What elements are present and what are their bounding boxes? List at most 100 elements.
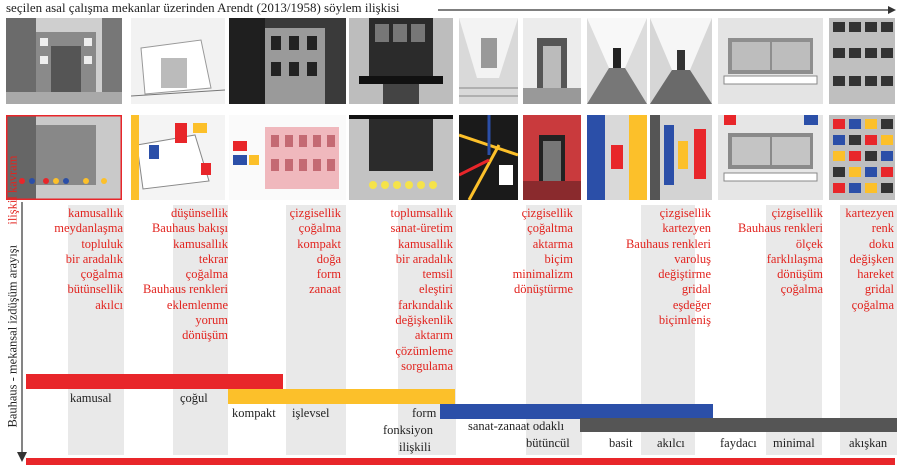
photo-washroom (718, 18, 823, 104)
term-item: kartezyen (845, 206, 894, 220)
term-item: kamusallık (173, 236, 228, 251)
band-blue (440, 404, 713, 419)
column-shade (173, 205, 228, 455)
term-item: tekrar (198, 251, 228, 266)
term-item: ölçek (795, 236, 823, 251)
photo-grid-colored (829, 115, 895, 200)
term-item: doku (869, 236, 894, 251)
photo-old-building (229, 18, 346, 104)
vertical-axis-label: Bauhaus - mekansal izdüşüm arayışı ilişk… (5, 156, 21, 428)
term-item: dönüşüm (777, 267, 823, 282)
photo-pavilion-overlay (131, 115, 225, 200)
term-item: çoğalma (851, 297, 894, 312)
term-item: sanat-üretim (390, 221, 453, 236)
term-item: kamusallık (68, 206, 123, 220)
term-item: form (316, 267, 341, 282)
term-item: farklılaşma (766, 251, 823, 266)
diagram-title: seçilen asal çalışma mekanlar üzerinden … (6, 0, 400, 15)
term-item: sorgulama (401, 358, 453, 373)
term-item: zanaat (309, 282, 341, 297)
photo-hall-red (523, 115, 581, 200)
term-item: toplumsallık (390, 206, 454, 220)
term-item: farkındalık (398, 297, 453, 312)
term-item: topluluk (81, 236, 123, 251)
band-label-minimal: minimal (773, 436, 815, 450)
term-item: Bauhaus renkleri (737, 221, 823, 236)
term-item: biçim (544, 251, 573, 266)
term-item: bütünsellik (67, 282, 123, 297)
term-item: çoğalma (780, 282, 823, 297)
term-item: gridal (681, 282, 711, 297)
photo-corridor-stairs (459, 18, 518, 104)
top-arrow-icon (438, 6, 896, 14)
band-yellow (228, 389, 455, 404)
column-shade (68, 205, 124, 455)
term-item: değişken (849, 251, 894, 266)
band-bottom-red (26, 458, 895, 465)
band-label-cogul: çoğul (180, 391, 208, 405)
band-label-akilci: akılcı (657, 436, 685, 450)
photo-white-pavilion (131, 18, 225, 104)
band-label-sanat-zanaat: sanat-zanaat odaklı (468, 419, 565, 433)
vertical-axis-arrow-icon (17, 202, 27, 462)
term-item: temsil (422, 267, 453, 282)
band-label-kamusal: kamusal (70, 391, 112, 405)
term-item: çoğalma (80, 267, 123, 282)
term-item: aktarım (414, 328, 453, 343)
term-item: bir aradalık (65, 251, 123, 266)
term-item: aktarma (532, 236, 573, 251)
term-item: akılcı (95, 297, 123, 312)
term-item: çözümleme (395, 343, 453, 358)
term-item: eleştiri (418, 282, 453, 297)
term-item: minimalizm (512, 267, 573, 282)
term-item: çizgisellik (771, 206, 823, 220)
term-item: değişkenlik (395, 313, 453, 328)
term-item: düşünsellik (171, 206, 228, 220)
term-item: Bauhaus renkleri (142, 282, 228, 297)
photo-corridor-colored-1 (587, 115, 647, 200)
term-item: değiştirme (658, 267, 711, 282)
term-item: meydanlaşma (54, 221, 123, 236)
photo-corridor-2 (650, 18, 712, 104)
axis-label-black: Bauhaus - mekansal izdüşüm arayışı (5, 244, 20, 428)
term-item: çoğalma (298, 221, 341, 236)
term-item: kartezyen (662, 221, 711, 236)
band-label-butuncul: bütüncül (526, 436, 570, 450)
term-item: varoluş (674, 251, 711, 266)
photo-hall-door (523, 18, 581, 104)
term-item: çizgisellik (521, 206, 573, 220)
band-label-iliskili: ilişkili (399, 440, 431, 454)
term-item: çizgisellik (659, 206, 711, 220)
band-label-faydaci: faydacı (720, 436, 757, 450)
photo-building-pink (229, 115, 346, 200)
term-item: dönüştürme (513, 282, 573, 297)
term-item: hareket (857, 267, 894, 282)
term-item: eşdeğer (672, 297, 711, 312)
term-item: yorum (195, 313, 228, 328)
band-label-fonksiyon: fonksiyon (383, 423, 433, 437)
column-shade (840, 205, 897, 455)
band-label-islevsel: işlevsel (292, 406, 330, 420)
photo-grid-tiles (829, 18, 895, 104)
term-item: Bauhaus renkleri (625, 236, 711, 251)
term-item: bir aradalık (395, 251, 453, 266)
term-item: çizgisellik (289, 206, 341, 220)
photo-corridor-lines (459, 115, 518, 200)
photo-washroom-overlay (718, 115, 823, 200)
band-red (26, 374, 283, 389)
term-item: kompakt (297, 236, 341, 251)
photo-corridor-1 (587, 18, 647, 104)
photo-entrance (349, 18, 453, 104)
term-item: biçimleniş (658, 313, 711, 328)
band-label-basit: basit (609, 436, 633, 450)
term-item: kamusallık (398, 236, 453, 251)
term-item: eklemlenme (166, 297, 228, 312)
